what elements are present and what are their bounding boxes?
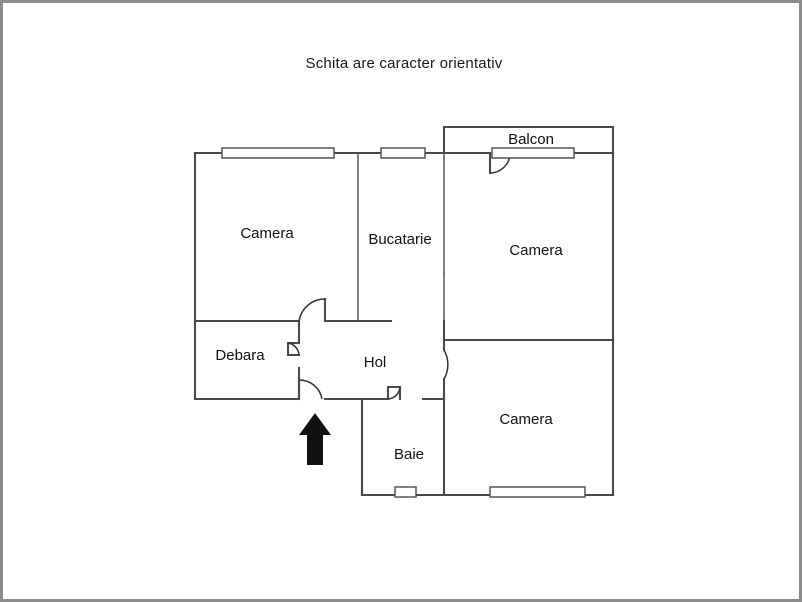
- window-camera-bottom-right: [489, 486, 586, 498]
- floorplan-drawing: Camera Bucatarie Balcon Camera Debara Ho…: [193, 125, 615, 498]
- door-arc-camera-br: [443, 349, 449, 380]
- room-label-baie: Baie: [394, 446, 424, 463]
- door-arc-debara: [287, 342, 300, 356]
- page-title: Schita are caracter orientativ: [305, 55, 503, 72]
- window-baie: [394, 486, 417, 498]
- room-label-debara: Debara: [215, 347, 265, 364]
- room-label-balcon: Balcon: [508, 131, 554, 148]
- wall-balcon: [442, 125, 615, 155]
- room-label-bucatarie: Bucatarie: [368, 231, 431, 248]
- door-arc-baie: [387, 386, 401, 400]
- door-arc-entrance: [298, 379, 323, 400]
- window-bucatarie: [380, 147, 426, 159]
- room-label-camera-top-right: Camera: [509, 242, 563, 259]
- room-label-hol: Hol: [364, 354, 387, 371]
- entrance-arrow: [299, 413, 331, 465]
- door-arc-camera-hol: [298, 298, 326, 322]
- room-labels-group: Camera Bucatarie Balcon Camera Debara Ho…: [215, 131, 563, 463]
- windows-group: [221, 147, 586, 498]
- window-camera-top-left: [221, 147, 335, 159]
- wall-hol-bottom: [323, 385, 446, 401]
- room-label-camera-top-left: Camera: [240, 225, 294, 242]
- room-label-camera-bottom-right: Camera: [499, 411, 553, 428]
- doors-group: [287, 151, 511, 401]
- walls-group: [193, 125, 615, 497]
- window-balcon: [491, 147, 575, 159]
